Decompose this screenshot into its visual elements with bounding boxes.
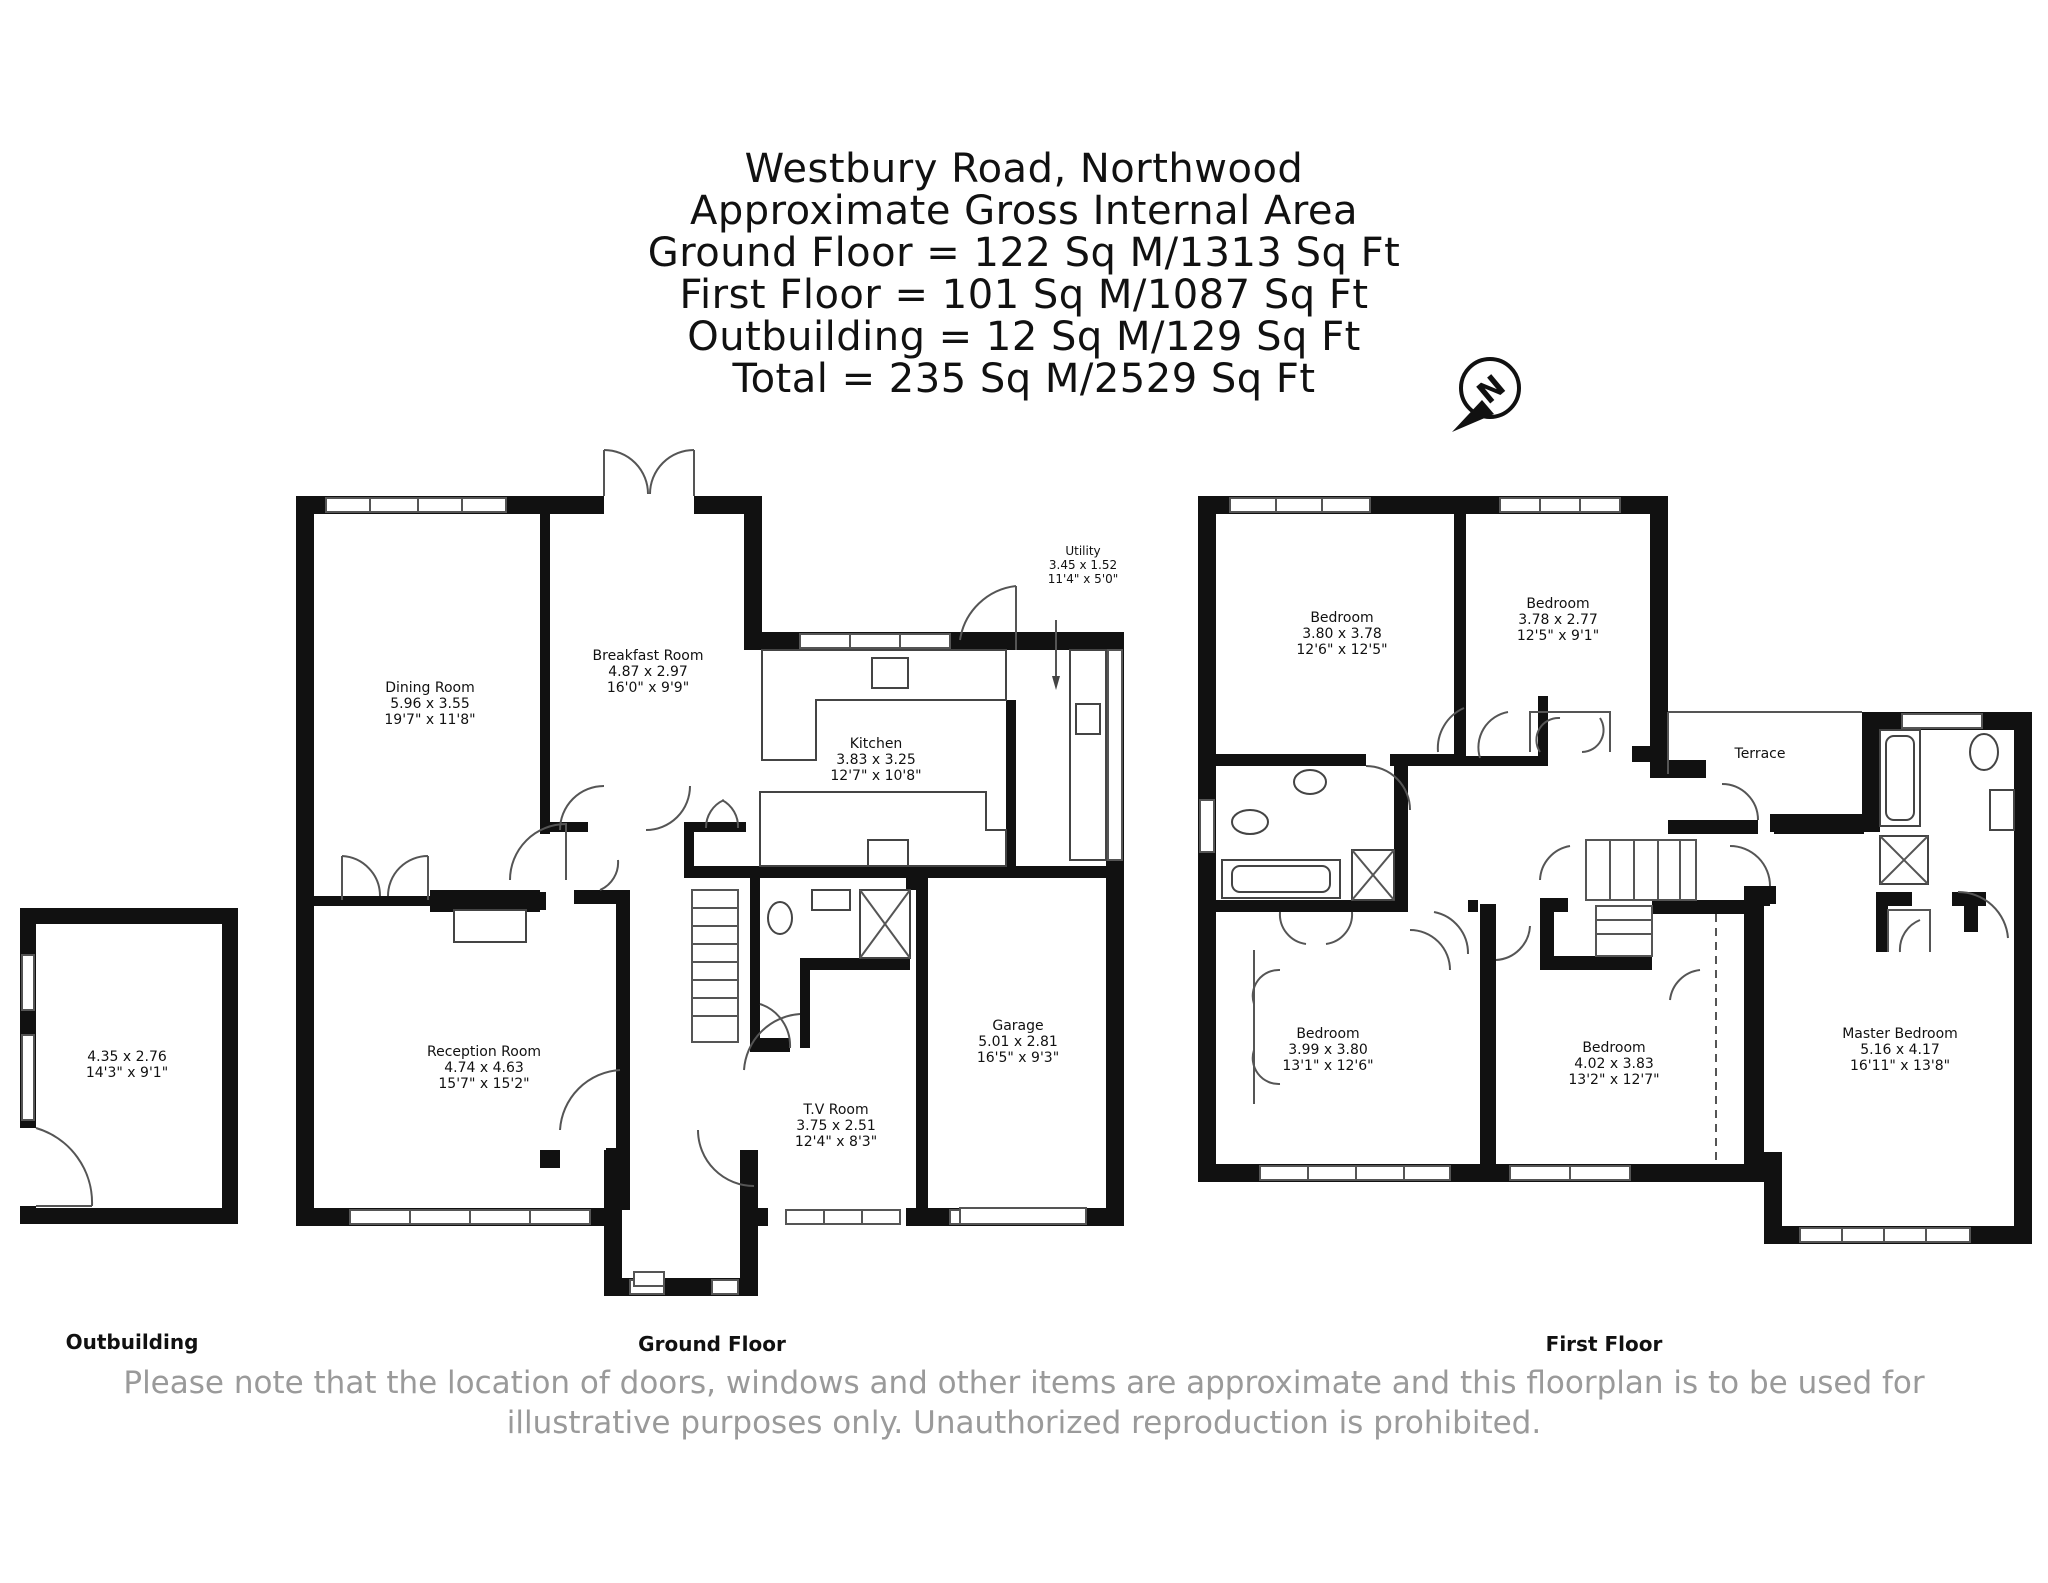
total-area: Total = 235 Sq M/2529 Sq Ft [732, 356, 1316, 402]
compass-icon: N [1452, 357, 1521, 432]
area-heading: Approximate Gross Internal Area [689, 188, 1359, 234]
property-address: Westbury Road, Northwood [744, 146, 1304, 192]
breakfast-room-label: Breakfast Room 4.87 x 2.97 16'0" x 9'9" [592, 648, 704, 696]
ground-floor-area: Ground Floor = 122 Sq M/1313 Sq Ft [647, 230, 1401, 276]
disclaimer-text: Please note that the location of doors, … [123, 1365, 1925, 1441]
plan-header: Westbury Road, Northwood Approximate Gro… [0, 148, 2048, 400]
utility-label: Utility 3.45 x 1.52 11'4" x 5'0" [1047, 544, 1119, 586]
kitchen-label: Kitchen 3.83 x 3.25 12'7" x 10'8" [830, 736, 922, 784]
outbuilding-plan [20, 908, 238, 1224]
garage-label: Garage 5.01 x 2.81 16'5" x 9'3" [976, 1018, 1060, 1066]
outbuilding-floor-label: Outbuilding [65, 1330, 199, 1354]
ground-floor-plan [296, 449, 1124, 1296]
terrace-label: Terrace [1734, 746, 1786, 762]
bedroom-4-label: Bedroom 4.02 x 3.83 13'2" x 12'7" [1568, 1040, 1660, 1088]
first-floor-area: First Floor = 101 Sq M/1087 Sq Ft [679, 272, 1369, 318]
ground-floor-label: Ground Floor [638, 1332, 786, 1356]
outbuilding-room-label: 4.35 x 2.76 14'3" x 9'1" [85, 1049, 169, 1081]
bedroom-2-label: Bedroom 3.78 x 2.77 12'5" x 9'1" [1516, 596, 1600, 644]
bedroom-3-label: Bedroom 3.99 x 3.80 13'1" x 12'6" [1282, 1026, 1374, 1074]
outbuilding-area: Outbuilding = 12 Sq M/129 Sq Ft [687, 314, 1361, 360]
dining-room-label: Dining Room 5.96 x 3.55 19'7" x 11'8" [384, 680, 476, 728]
tv-room-label: T.V Room 3.75 x 2.51 12'4" x 8'3" [794, 1102, 878, 1150]
bedroom-1-label: Bedroom 3.80 x 3.78 12'6" x 12'5" [1296, 610, 1388, 658]
first-floor-plan [1198, 496, 2032, 1244]
reception-room-label: Reception Room 4.74 x 4.63 15'7" x 15'2" [426, 1044, 542, 1092]
master-bedroom-label: Master Bedroom 5.16 x 4.17 16'11" x 13'8… [1842, 1026, 1958, 1074]
first-floor-label: First Floor [1545, 1332, 1663, 1356]
